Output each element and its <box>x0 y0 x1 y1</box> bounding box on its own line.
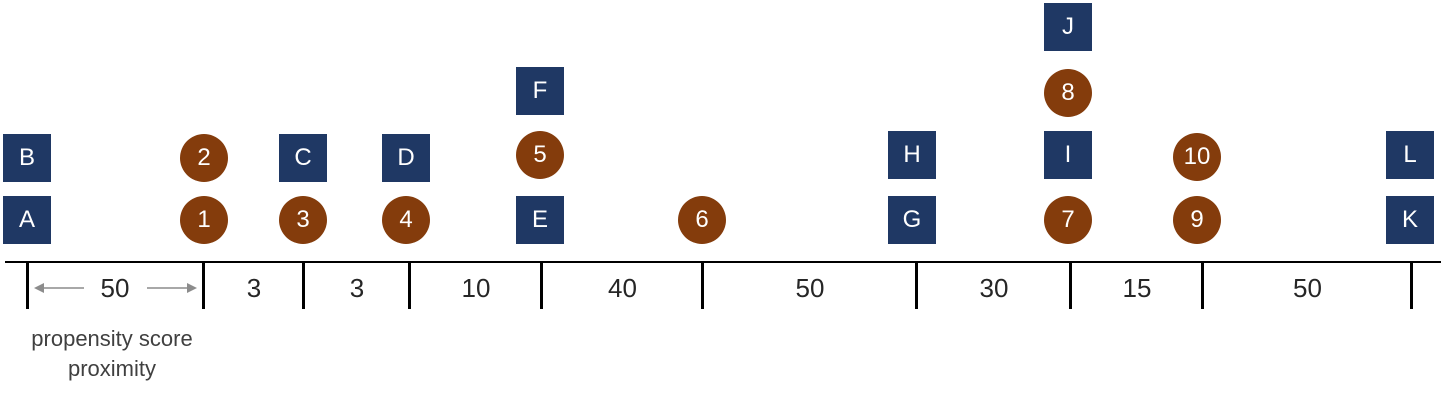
left-arrow-icon <box>34 283 84 293</box>
axis-caption: propensity score proximity <box>12 324 212 384</box>
control-unit-c: C <box>279 134 327 182</box>
axis-tick <box>915 261 918 309</box>
axis-tick <box>408 261 411 309</box>
segment-distance: 50 <box>1293 272 1322 303</box>
caption-line-1: propensity score <box>31 326 193 351</box>
axis-tick <box>26 261 29 309</box>
treated-unit-9: 9 <box>1173 196 1221 244</box>
control-unit-f: F <box>516 67 564 115</box>
caption-line-2: proximity <box>67 356 156 381</box>
right-arrow-icon <box>147 283 197 293</box>
segment-distance: 3 <box>349 272 365 303</box>
segment-distance: 15 <box>1122 272 1152 303</box>
treated-unit-2: 2 <box>180 134 228 182</box>
segment-distance: 50 <box>100 272 130 303</box>
control-unit-d: D <box>382 134 430 182</box>
treated-unit-1: 1 <box>180 196 228 244</box>
segment-distance: 30 <box>979 272 1009 303</box>
control-unit-l: L <box>1386 131 1434 179</box>
segment-distance: 3 <box>246 272 262 303</box>
segment-distance: 40 <box>608 272 637 303</box>
control-unit-j: J <box>1044 3 1092 51</box>
segment-distance: 10 <box>461 272 491 303</box>
axis-tick <box>1069 261 1072 309</box>
axis-tick <box>1201 261 1204 309</box>
control-unit-a: A <box>3 196 51 244</box>
axis-tick <box>701 261 704 309</box>
control-unit-k: K <box>1386 196 1434 244</box>
treated-unit-3: 3 <box>279 196 327 244</box>
axis-tick <box>1410 261 1413 309</box>
score-axis <box>5 261 1441 263</box>
treated-unit-10: 10 <box>1173 133 1221 181</box>
control-unit-i: I <box>1044 131 1092 179</box>
treated-unit-7: 7 <box>1044 196 1092 244</box>
axis-tick <box>540 261 543 309</box>
treated-unit-4: 4 <box>382 196 430 244</box>
segment-distance: 50 <box>795 272 825 303</box>
control-unit-h: H <box>888 131 936 179</box>
treated-unit-5: 5 <box>516 131 564 179</box>
control-unit-g: G <box>888 196 936 244</box>
control-unit-b: B <box>3 134 51 182</box>
axis-tick <box>302 261 305 309</box>
treated-unit-6: 6 <box>678 196 726 244</box>
treated-unit-8: 8 <box>1044 69 1092 117</box>
axis-tick <box>202 261 205 309</box>
control-unit-e: E <box>516 196 564 244</box>
